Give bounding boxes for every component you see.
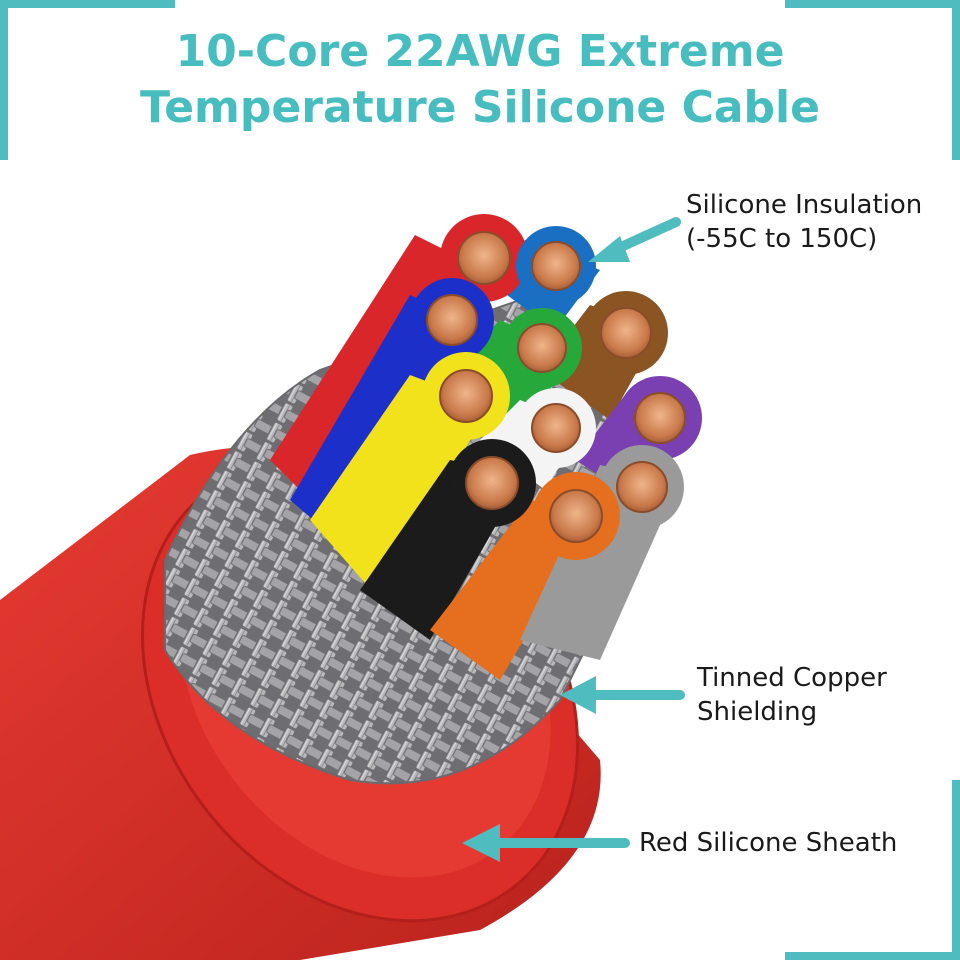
label-red-silicone-sheath: Red Silicone Sheath — [639, 826, 897, 860]
core-end-yellow — [422, 352, 510, 440]
label-insulation-line-1: Silicone Insulation — [686, 190, 923, 220]
core-end-white — [516, 388, 596, 468]
label-silicone-insulation: Silicone Insulation (-55C to 150C) — [686, 188, 922, 256]
core-end-brown — [584, 291, 668, 375]
frame-corner-top-left-h — [0, 0, 175, 8]
label-shielding-line-2: Shielding — [697, 697, 818, 727]
arrow-sheath — [462, 824, 630, 862]
core-end-navy — [410, 278, 494, 362]
arrow-insulation — [588, 217, 681, 262]
core-end-purple — [618, 376, 702, 460]
core-end-orange — [532, 472, 620, 560]
page-title: 10-Core 22AWG Extreme Temperature Silico… — [0, 24, 960, 136]
arrow-shielding — [560, 676, 685, 714]
core-ends — [410, 214, 702, 560]
frame-corner-bottom-right-h — [785, 952, 960, 960]
frame-corner-top-left — [0, 0, 8, 160]
frame-corner-bottom-right — [952, 780, 960, 960]
core-end-green — [502, 308, 582, 388]
label-insulation-line-2: (-55C to 150C) — [686, 224, 878, 254]
label-sheath-line-1: Red Silicone Sheath — [639, 828, 898, 858]
frame-corner-top-right-h — [785, 0, 960, 8]
core-end-gray — [600, 445, 684, 529]
label-shielding-line-1: Tinned Copper — [697, 663, 887, 693]
title-line-1: 10-Core 22AWG Extreme — [175, 26, 785, 77]
title-line-2: Temperature Silicone Cable — [140, 82, 820, 133]
label-tinned-copper-shielding: Tinned Copper Shielding — [697, 661, 887, 729]
core-end-black — [448, 439, 536, 527]
frame-corner-top-right — [952, 0, 960, 160]
core-end-blue — [516, 226, 596, 306]
